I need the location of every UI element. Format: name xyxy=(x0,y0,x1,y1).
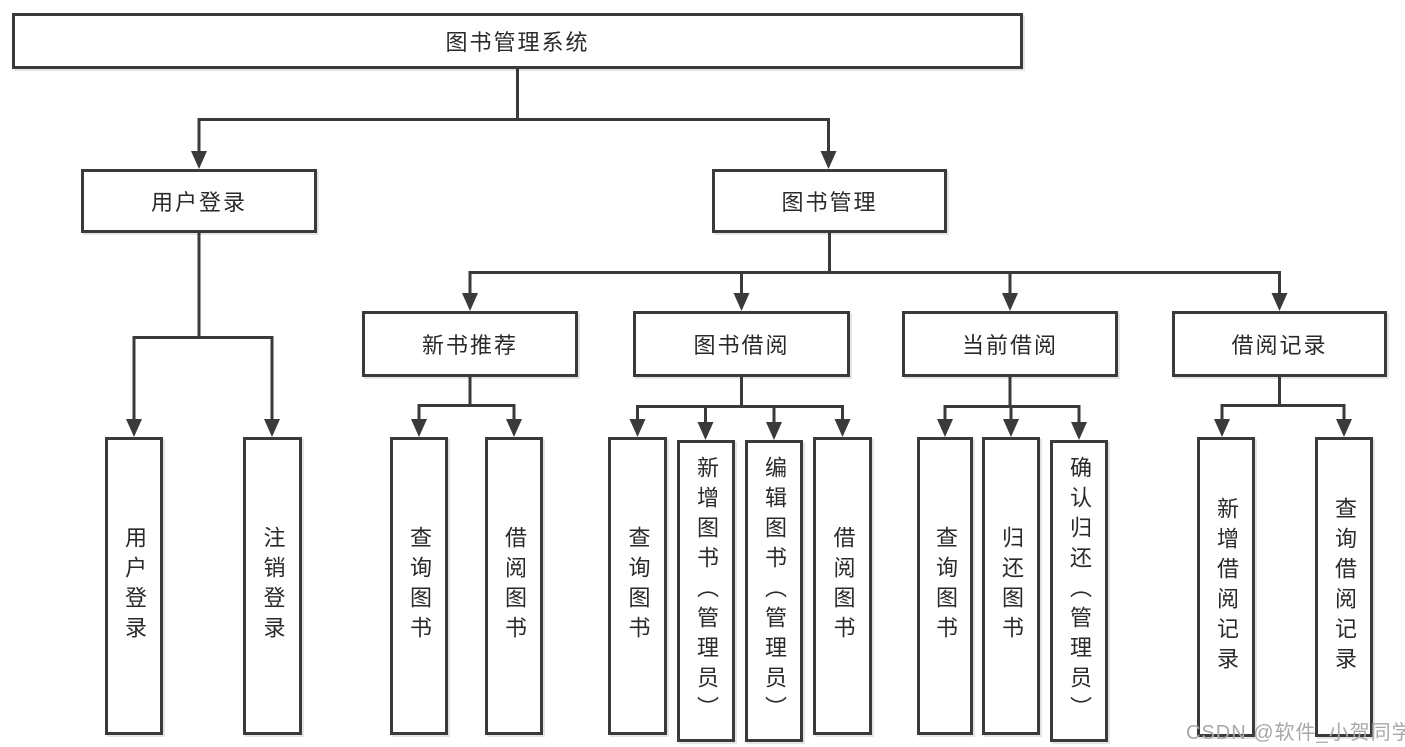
node-book-borrowing: 图书借阅 xyxy=(633,311,850,377)
leaf-add-borrow-record: 新增借阅记录 xyxy=(1197,437,1255,737)
leaf-add-books-admin: 新增图书（管理员） xyxy=(677,440,735,742)
node-label: 查询借阅记录 xyxy=(1332,497,1357,677)
node-label: 用户登录 xyxy=(122,526,147,646)
connector-book-mgmt-to-level3 xyxy=(462,231,1288,311)
leaf-user-login: 用户登录 xyxy=(105,437,163,735)
node-label: 当前借阅 xyxy=(961,333,1058,358)
node-label: 注销登录 xyxy=(260,526,286,646)
leaf-borrow-books: 借阅图书 xyxy=(485,437,543,735)
node-label: 新增借阅记录 xyxy=(1214,497,1239,677)
connector-book-borrow-children xyxy=(629,375,851,440)
csdn-watermark: CSDN @软件_小贺同学 xyxy=(1186,722,1405,744)
node-label: 借阅图书 xyxy=(502,526,527,646)
node-label: 查询图书 xyxy=(407,526,432,646)
connector-current-borrow-children xyxy=(937,375,1087,440)
node-label: 图书管理 xyxy=(781,190,878,215)
node-label: 用户登录 xyxy=(150,190,247,215)
node-label: 确认归还（管理员） xyxy=(1067,456,1092,726)
leaf-query-books: 查询图书 xyxy=(390,437,448,735)
node-user-login: 用户登录 xyxy=(81,169,317,233)
leaf-return-books: 归还图书 xyxy=(982,437,1040,735)
node-book-management: 图书管理 xyxy=(712,169,947,233)
node-label: 查询图书 xyxy=(625,526,651,646)
node-label: 图书管理系统 xyxy=(445,30,590,55)
node-label: 新增图书（管理员） xyxy=(694,456,719,726)
node-label: 图书借阅 xyxy=(693,333,790,358)
node-new-book-recommendation: 新书推荐 xyxy=(362,311,578,377)
connector-user-login-children xyxy=(126,231,280,437)
leaf-query-borrow-record: 查询借阅记录 xyxy=(1315,437,1373,737)
node-label: 编辑图书（管理员） xyxy=(762,456,787,726)
leaf-confirm-return-admin: 确认归还（管理员） xyxy=(1050,440,1108,742)
leaf-edit-books-admin: 编辑图书（管理员） xyxy=(745,440,803,742)
node-label: 新书推荐 xyxy=(421,333,518,358)
node-library-system: 图书管理系统 xyxy=(12,13,1023,69)
leaf-logout: 注销登录 xyxy=(243,437,302,735)
connector-new-book-rec-children xyxy=(411,375,522,437)
leaf-query-books: 查询图书 xyxy=(917,437,973,735)
node-label: 查询图书 xyxy=(933,526,958,646)
node-label: 借阅记录 xyxy=(1231,333,1328,358)
node-borrowing-records: 借阅记录 xyxy=(1172,311,1387,377)
connector-borrow-records-children xyxy=(1214,375,1352,437)
node-current-borrowing: 当前借阅 xyxy=(902,311,1118,377)
node-label: 归还图书 xyxy=(999,526,1024,646)
node-label: 借阅图书 xyxy=(830,526,856,646)
leaf-borrow-books: 借阅图书 xyxy=(813,437,872,735)
leaf-query-books: 查询图书 xyxy=(608,437,667,735)
connector-root-to-level2 xyxy=(191,67,837,169)
